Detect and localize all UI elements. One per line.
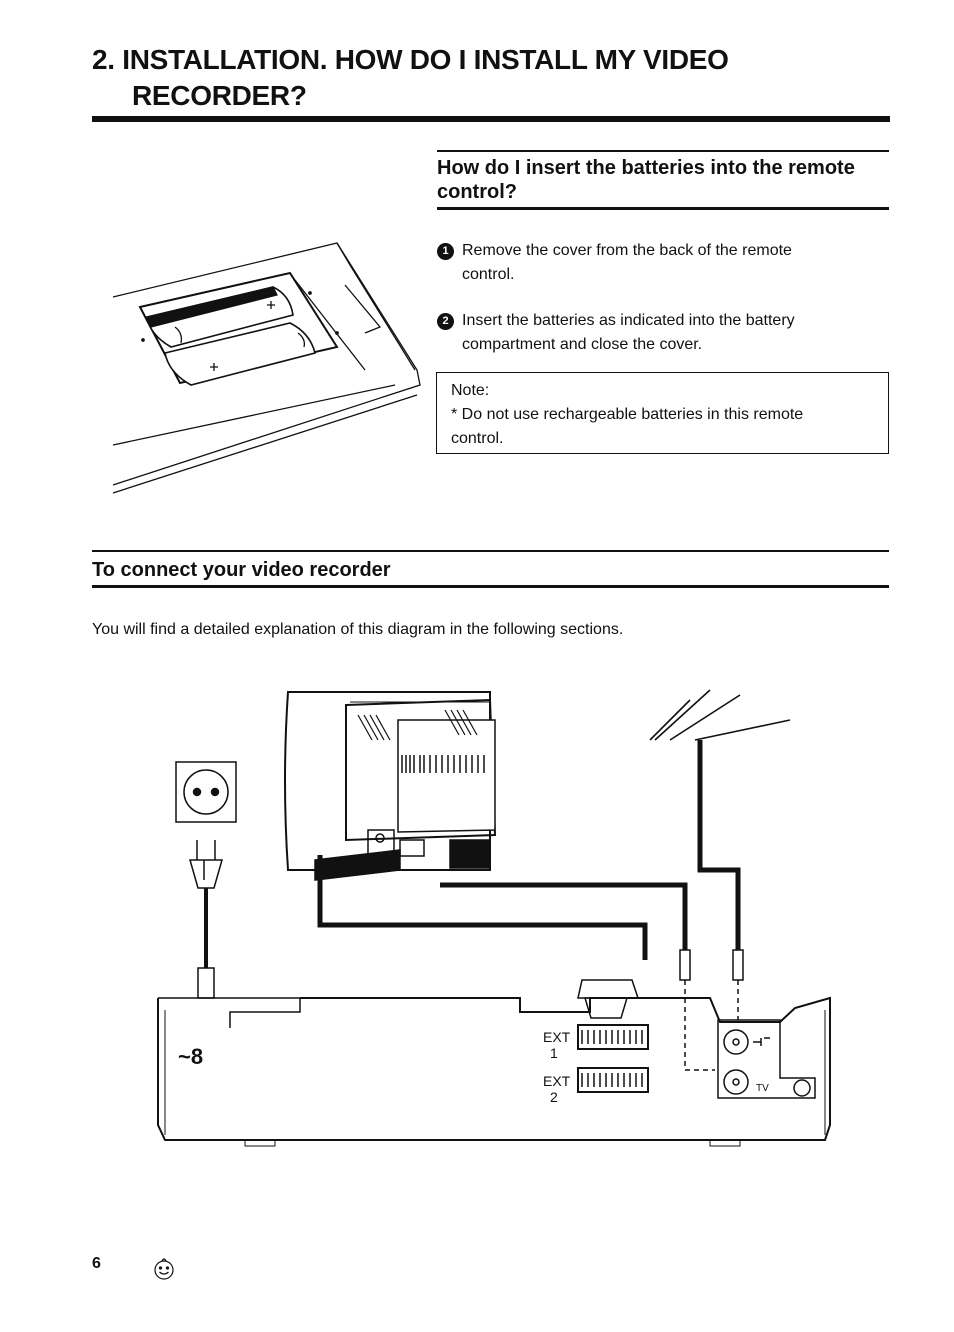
note-line-2: control. [451, 430, 504, 447]
vcr-rear-panel [157, 996, 831, 1147]
connect-section-title: To connect your video recorder [92, 559, 391, 581]
ext1-number: 1 [550, 1045, 558, 1061]
note-box: Note: * Do not use rechargeable batterie… [436, 372, 889, 454]
tv-rf-cable [440, 882, 688, 950]
wall-socket-icon [175, 761, 237, 823]
battery-section-bottom-rule [437, 207, 889, 210]
connection-diagram: ~8 EXT 1 EXT 2 TV [157, 689, 831, 1147]
connect-intro-text: You will find a detailed explanation of … [92, 621, 624, 638]
antenna-icon [649, 689, 791, 981]
battery-section-title: How do I insert the batteries into the r… [437, 157, 855, 203]
step-2-number: 2 [437, 313, 454, 330]
title-rule [92, 116, 890, 122]
battery-step-1: 1 Remove the cover from the back of the r… [437, 239, 887, 287]
page-number: 6 [92, 1255, 101, 1272]
tv-set-icon [284, 691, 497, 881]
remote-battery-illustration [112, 242, 421, 494]
step-1-number: 1 [437, 243, 454, 260]
battery-step-2: 2 Insert the batteries as indicated into … [437, 309, 887, 357]
scart-cable [317, 855, 648, 960]
note-label: Note: [451, 382, 490, 399]
step-2-text-cont: compartment and close the cover. [462, 336, 703, 353]
ext2-number: 2 [550, 1089, 558, 1105]
note-line-1: * Do not use rechargeable batteries in t… [451, 406, 804, 423]
ext1-label: EXT [543, 1029, 571, 1045]
step-1-text-cont: control. [462, 266, 515, 283]
page-title-line-1: 2. INSTALLATION. HOW DO I INSTALL MY VID… [92, 44, 729, 75]
ext2-label: EXT [543, 1073, 571, 1089]
page-title: 2. INSTALLATION. HOW DO I INSTALL MY VID… [92, 42, 892, 114]
step-2-text: Insert the batteries as indicated into t… [462, 312, 795, 329]
power-plug-icon [189, 840, 223, 999]
connect-section-top-rule [92, 550, 889, 552]
tv-output-label: TV [756, 1083, 769, 1094]
smiley-logo-icon [154, 1258, 174, 1280]
step-1-text: Remove the cover from the back of the re… [462, 242, 792, 259]
battery-section-top-rule [437, 150, 889, 152]
connect-section-bottom-rule [92, 585, 889, 588]
power-label: ~8 [178, 1044, 203, 1069]
page-title-line-2: RECORDER? [132, 80, 307, 111]
